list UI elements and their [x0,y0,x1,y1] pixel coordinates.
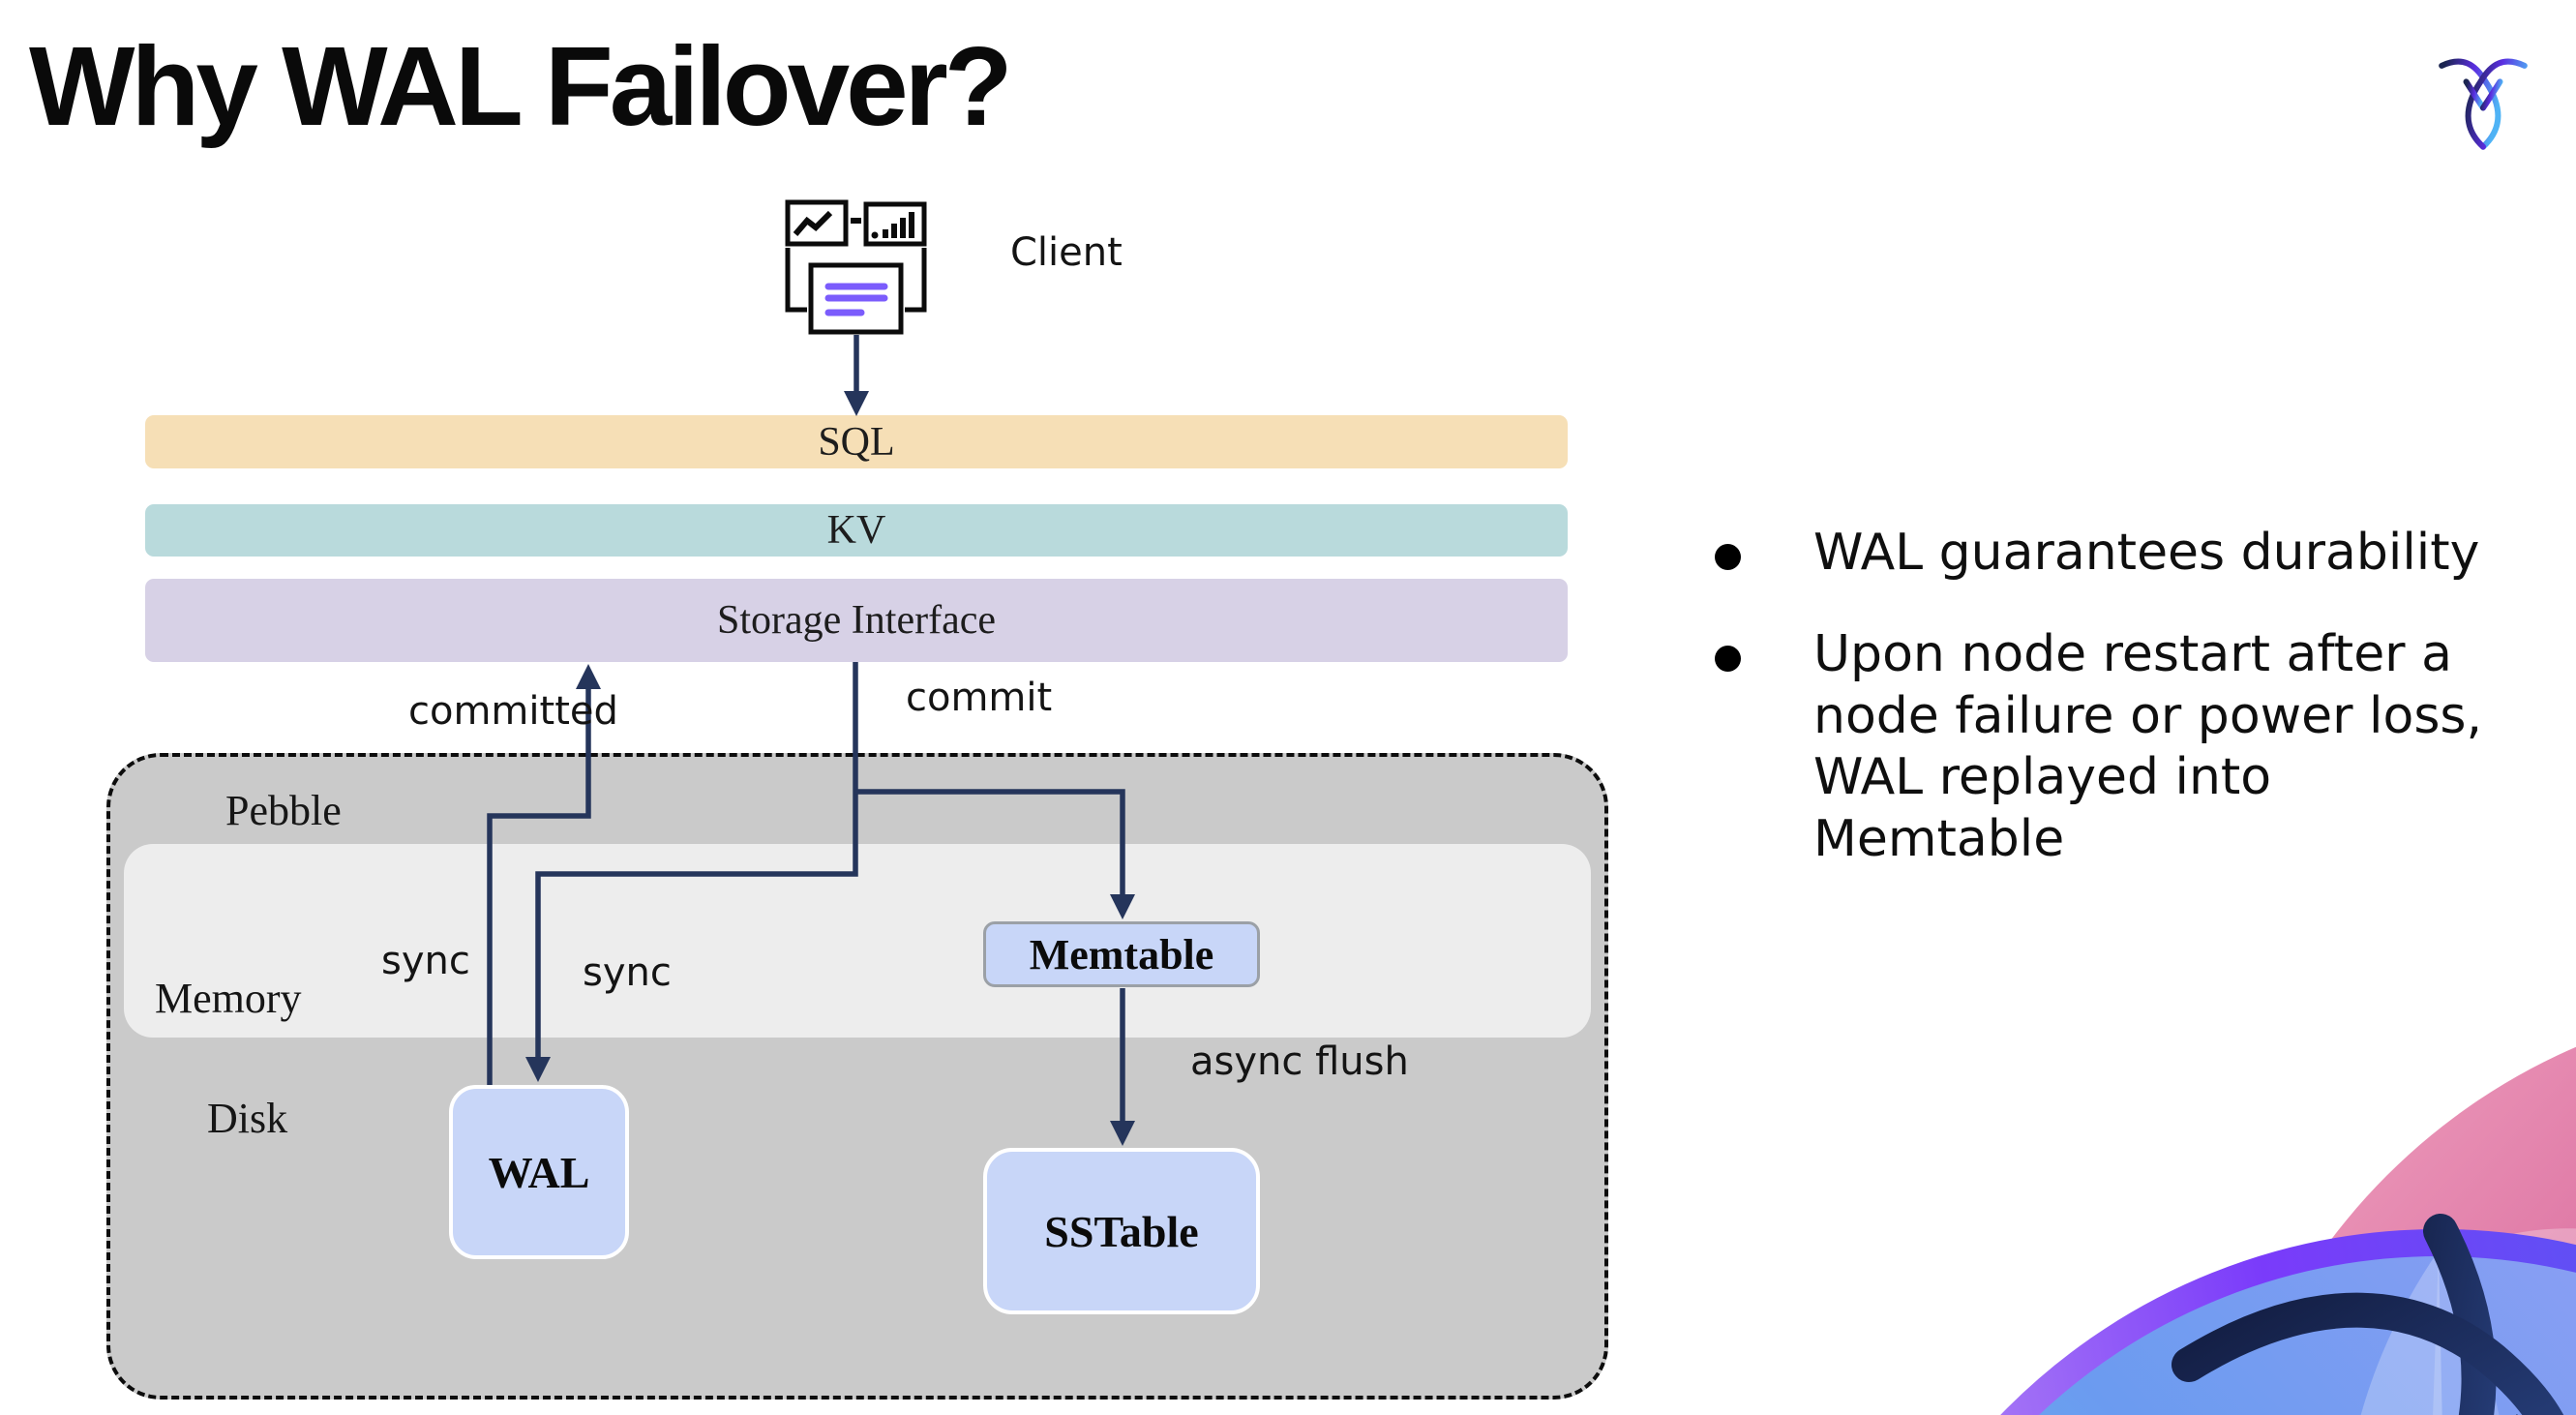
bracket-left [785,248,807,313]
wal-label: WAL [488,1147,590,1197]
client-label: Client [1010,230,1123,275]
sync-right-label: sync [583,950,672,995]
bar-chart-icon [863,201,927,247]
bullet-item: Upon node restart after a node failure o… [1699,624,2518,870]
disk-label: Disk [207,1095,288,1142]
client-dashboards-icon [785,199,927,335]
memtable-label: Memtable [1029,930,1214,978]
pebble-label: Pebble [225,787,342,834]
layer-sql-label: SQL [818,419,895,465]
sstable-label: SSTable [1044,1206,1199,1256]
sstable-node: SSTable [983,1148,1260,1314]
bullet-list: WAL guarantees durability Upon node rest… [1699,523,2518,911]
sync-left-label: sync [381,939,470,983]
memory-band [124,844,1591,1038]
line-chart-icon [785,199,849,247]
async-flush-label: async flush [1190,1039,1409,1084]
decorative-brand-art [2000,1046,2576,1415]
arrowhead-committed-up [576,664,601,689]
page-title: Why WAL Failover? [29,23,1013,149]
layer-storage-interface: Storage Interface [145,579,1568,662]
committed-label: committed [408,689,618,734]
layer-kv: KV [145,504,1568,557]
layer-sql: SQL [145,415,1568,468]
arrowhead-into-sql [844,391,869,416]
wal-node: WAL [449,1085,629,1259]
layer-storage-label: Storage Interface [717,598,996,643]
memory-label: Memory [155,975,302,1022]
layer-kv-label: KV [826,508,886,553]
bracket-right [905,248,927,313]
cockroachdb-logo-icon [2439,58,2528,150]
commit-label: commit [906,676,1053,720]
bullet-item: WAL guarantees durability [1699,523,2518,584]
document-icon [808,262,904,335]
memtable-node: Memtable [983,921,1260,987]
